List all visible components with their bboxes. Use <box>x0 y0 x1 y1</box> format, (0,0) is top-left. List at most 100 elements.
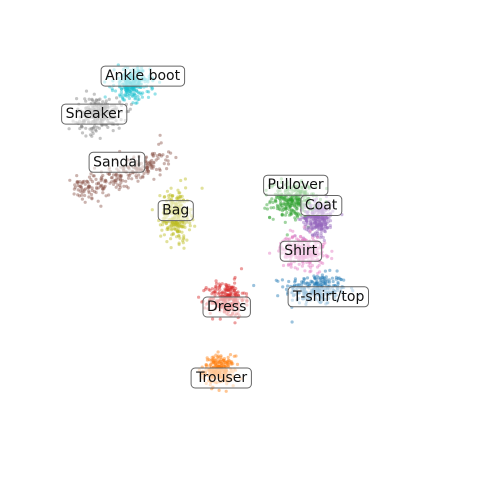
data-point <box>334 275 338 279</box>
data-point <box>159 154 163 158</box>
data-point <box>295 198 300 202</box>
data-point <box>322 238 326 243</box>
data-point <box>322 279 326 283</box>
data-point <box>310 226 314 230</box>
data-point <box>312 232 316 236</box>
data-point <box>316 227 321 231</box>
data-point <box>282 207 286 212</box>
data-point <box>321 261 325 265</box>
data-point <box>320 273 324 277</box>
data-point <box>289 208 294 212</box>
data-point <box>316 221 320 225</box>
data-point <box>321 217 325 221</box>
data-point <box>86 186 90 190</box>
data-point <box>134 89 138 93</box>
data-point <box>146 171 150 175</box>
data-point <box>118 94 122 98</box>
data-point <box>130 177 134 181</box>
data-point <box>128 173 132 178</box>
data-point <box>182 234 186 238</box>
data-point <box>313 221 317 225</box>
data-point <box>324 216 328 220</box>
data-point <box>302 216 306 220</box>
data-point <box>325 278 329 282</box>
data-point <box>310 263 314 268</box>
data-point <box>321 216 325 220</box>
data-point <box>287 213 291 217</box>
data-point <box>326 220 330 224</box>
data-point <box>311 227 315 231</box>
data-point <box>87 185 91 189</box>
data-point <box>187 228 192 232</box>
data-point <box>73 183 77 187</box>
data-point <box>288 205 292 209</box>
data-point <box>218 317 222 321</box>
data-point <box>176 196 180 200</box>
data-point <box>119 173 123 177</box>
data-point <box>97 98 101 102</box>
data-point <box>118 100 122 104</box>
data-point <box>166 159 170 163</box>
data-point <box>209 362 213 366</box>
data-point <box>93 124 97 128</box>
data-point <box>107 172 111 176</box>
data-point <box>294 196 298 200</box>
data-point <box>174 222 178 226</box>
data-point <box>314 216 319 220</box>
data-point <box>167 194 171 198</box>
data-point <box>83 200 87 204</box>
data-point <box>306 216 310 220</box>
data-point <box>313 217 317 221</box>
data-point <box>323 269 327 273</box>
data-point <box>124 179 128 183</box>
data-point <box>224 282 228 287</box>
data-point <box>228 353 233 357</box>
data-point <box>274 200 278 204</box>
data-point <box>175 223 179 227</box>
data-point <box>305 276 310 280</box>
data-point <box>83 182 87 186</box>
data-point <box>319 228 323 232</box>
data-point <box>286 197 290 201</box>
data-point <box>321 280 325 284</box>
data-point <box>222 357 226 361</box>
data-point <box>288 205 292 209</box>
data-point <box>315 265 320 269</box>
data-point <box>82 179 86 183</box>
data-point <box>284 207 289 211</box>
data-point <box>104 179 108 183</box>
data-point <box>88 133 93 137</box>
cluster-label-text: T-shirt/top <box>292 289 364 305</box>
cluster-label-sneaker: Sneaker <box>61 103 128 125</box>
data-point <box>87 195 91 199</box>
data-point <box>314 225 318 229</box>
data-point <box>233 321 237 325</box>
data-point <box>229 287 233 291</box>
data-point <box>164 158 168 162</box>
data-point <box>227 288 231 292</box>
data-point <box>177 223 181 227</box>
data-point <box>90 196 94 200</box>
data-point <box>291 229 295 233</box>
data-point <box>265 207 269 211</box>
data-point <box>79 186 83 190</box>
data-point <box>315 215 319 219</box>
data-point <box>210 355 214 359</box>
data-point <box>313 221 317 225</box>
data-point <box>123 87 127 92</box>
data-point <box>169 237 173 241</box>
data-point <box>158 173 162 177</box>
data-point <box>146 165 150 169</box>
data-point <box>317 216 322 220</box>
data-point <box>220 364 224 368</box>
data-point <box>97 126 101 130</box>
data-point <box>232 288 236 292</box>
data-point <box>226 293 230 298</box>
data-point <box>107 97 111 101</box>
data-point <box>92 92 96 96</box>
data-point <box>95 187 99 191</box>
data-point <box>289 263 293 267</box>
data-point <box>223 293 227 297</box>
data-point <box>318 221 322 225</box>
data-point <box>72 192 76 196</box>
